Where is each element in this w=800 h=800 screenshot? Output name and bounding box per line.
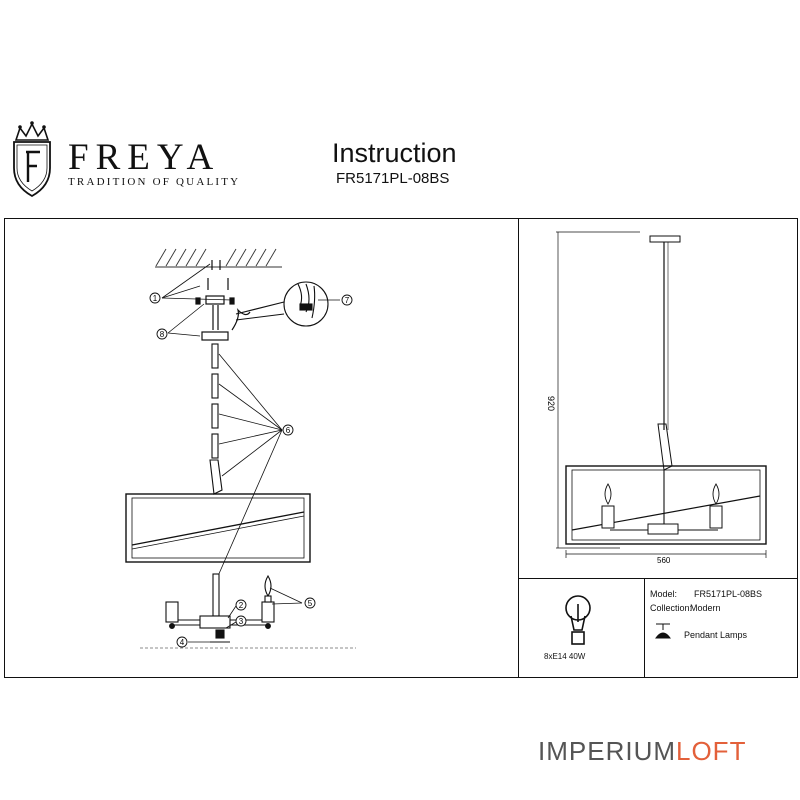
- height-dimension: 920: [546, 396, 556, 411]
- svg-text:4: 4: [180, 638, 185, 647]
- brand-tagline: TRADITION OF QUALITY: [68, 176, 241, 188]
- callout-3: 3: [235, 615, 247, 627]
- watermark-part2: LOFT: [676, 736, 747, 766]
- bulb-icon: [565, 595, 591, 645]
- suspension-rods: [209, 343, 223, 495]
- svg-text:1: 1: [153, 294, 158, 303]
- callout-5: 5: [304, 597, 316, 609]
- callout-markers: 1 8 7 6 2 3 4 5: [149, 292, 353, 648]
- pendant-lamp-icon: [655, 623, 671, 639]
- svg-text:8: 8: [160, 330, 165, 339]
- callout-8: 8: [156, 328, 168, 340]
- crown-logo-icon: [13, 121, 51, 198]
- leader-lines: [161, 263, 340, 643]
- callout-6: 6: [282, 424, 294, 436]
- frame-divider-horizontal: [518, 578, 798, 579]
- lamp-shade: [125, 493, 311, 563]
- svg-text:3: 3: [239, 617, 244, 626]
- spec-model-value: FR5171PL-08BS: [694, 589, 763, 599]
- callout-7: 7: [341, 294, 353, 306]
- svg-text:5: 5: [308, 599, 313, 608]
- doc-model-code: FR5171PL-08BS: [336, 170, 450, 187]
- spec-collection-label: Collection:: [650, 603, 693, 613]
- watermark: IMPERIUMLOFT: [538, 736, 746, 767]
- ceiling-hatch: [155, 248, 282, 268]
- doc-title: Instruction: [332, 138, 457, 168]
- callout-2: 2: [235, 599, 247, 611]
- drawing-frame: [4, 218, 798, 678]
- spec-model-label: Model:: [650, 589, 678, 599]
- svg-text:2: 2: [239, 601, 244, 610]
- brand-name: FREYA: [68, 137, 221, 178]
- bulb-spec: 8xE14 40W: [544, 652, 586, 661]
- spec-divider: [644, 578, 645, 678]
- callout-4: 4: [176, 636, 188, 648]
- wiring-detail: [235, 281, 329, 327]
- mounting-bracket: [195, 260, 251, 341]
- svg-text:6: 6: [286, 426, 291, 435]
- spec-collection-value: Modern: [690, 603, 721, 613]
- spec-type-value: Pendant Lamps: [684, 630, 748, 640]
- width-dimension: 560: [657, 556, 671, 565]
- dimension-drawing: [556, 231, 767, 558]
- leader-lines-6: [217, 353, 283, 577]
- lamp-arms: [140, 573, 356, 649]
- watermark-part1: IMPERIUM: [538, 736, 676, 766]
- frame-divider-vertical: [518, 218, 519, 678]
- svg-text:7: 7: [345, 296, 350, 305]
- callout-1: 1: [149, 292, 161, 304]
